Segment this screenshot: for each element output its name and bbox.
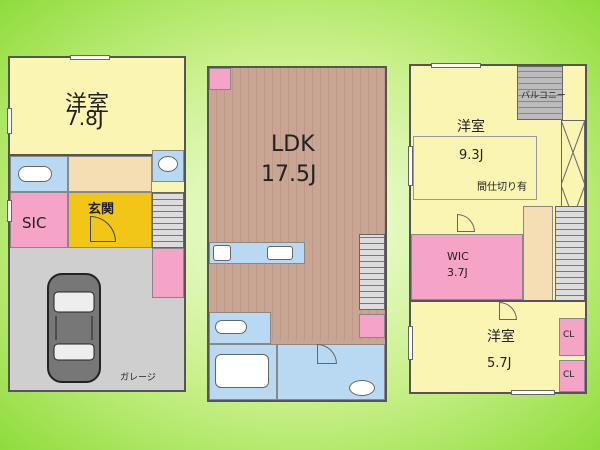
floor3-closet-top xyxy=(559,318,585,356)
door-icon xyxy=(457,214,475,232)
floor3-wic xyxy=(411,234,523,300)
floor1-entrance-label: 玄関 xyxy=(88,202,115,217)
floor1-bedroom-label: 洋室 xyxy=(65,92,110,117)
floor1-bedroom xyxy=(10,58,184,156)
kitchen-sink-icon xyxy=(267,246,293,260)
floor-3-plan: バルコニー 洋室 9.3J 間仕切り有 WIC 3.7J 洋室 5.7J CL … xyxy=(408,63,587,395)
floor-2-plan: LDK 17.5J xyxy=(207,66,387,402)
floor1-sic-label: SIC xyxy=(22,214,47,232)
floor3-hall xyxy=(523,206,553,302)
window-icon xyxy=(70,55,110,60)
floor3-closet-top-label: CL xyxy=(563,330,575,340)
bathtub-icon xyxy=(215,354,269,388)
window-icon xyxy=(408,326,413,360)
window-icon xyxy=(7,200,12,222)
floor1-hall xyxy=(68,156,152,192)
floor3-bedroom-large-size: 9.3J xyxy=(459,148,484,163)
toilet-icon xyxy=(18,166,52,182)
floor3-stairs-icon xyxy=(555,206,585,302)
floor1-bedroom-size: 7.8J xyxy=(66,106,104,130)
floor3-wic-size: 3.7J xyxy=(447,266,468,279)
floor1-sic xyxy=(10,192,68,248)
floor3-balcony-label: バルコニー xyxy=(521,91,566,101)
floor2-ldk-label: LDK xyxy=(271,132,315,157)
floor3-balcony xyxy=(517,66,563,120)
floor3-bedroom-large-label: 洋室 xyxy=(457,119,485,135)
window-icon xyxy=(511,390,555,395)
door-icon xyxy=(499,302,517,320)
floor2-stairs-icon xyxy=(359,234,385,310)
floor3-wic-label: WIC xyxy=(447,250,469,263)
floor3-closet-bottom xyxy=(559,360,585,392)
floor2-storage xyxy=(209,68,231,90)
window-icon xyxy=(431,63,481,68)
floor3-partition-zone xyxy=(413,136,537,200)
floor2-closet xyxy=(359,314,385,338)
floor1-garage-label: ガレージ xyxy=(120,373,156,383)
floor1-garage-side xyxy=(152,298,184,390)
floor3-bedroom-small-label: 洋室 xyxy=(487,329,515,345)
window-icon xyxy=(408,146,413,186)
floor2-ldk-size: 17.5J xyxy=(261,162,317,187)
floor-1-plan: 洋室 7.8J SIC 玄関 ガレージ xyxy=(7,55,186,392)
floor2-ldk xyxy=(209,68,385,340)
sink-icon xyxy=(158,156,178,172)
stove-icon xyxy=(213,245,231,261)
toilet-icon xyxy=(215,320,247,334)
floor3-bedroom-small-size: 5.7J xyxy=(487,356,512,371)
washbasin-icon xyxy=(349,380,375,396)
wall xyxy=(411,300,585,302)
floor1-stairs-icon xyxy=(152,192,184,248)
car-icon xyxy=(47,273,101,383)
floor3-closet-bottom-label: CL xyxy=(563,370,575,380)
floor3-partition-note: 間仕切り有 xyxy=(477,182,527,193)
window-icon xyxy=(7,108,12,134)
floor1-storage xyxy=(152,248,184,298)
